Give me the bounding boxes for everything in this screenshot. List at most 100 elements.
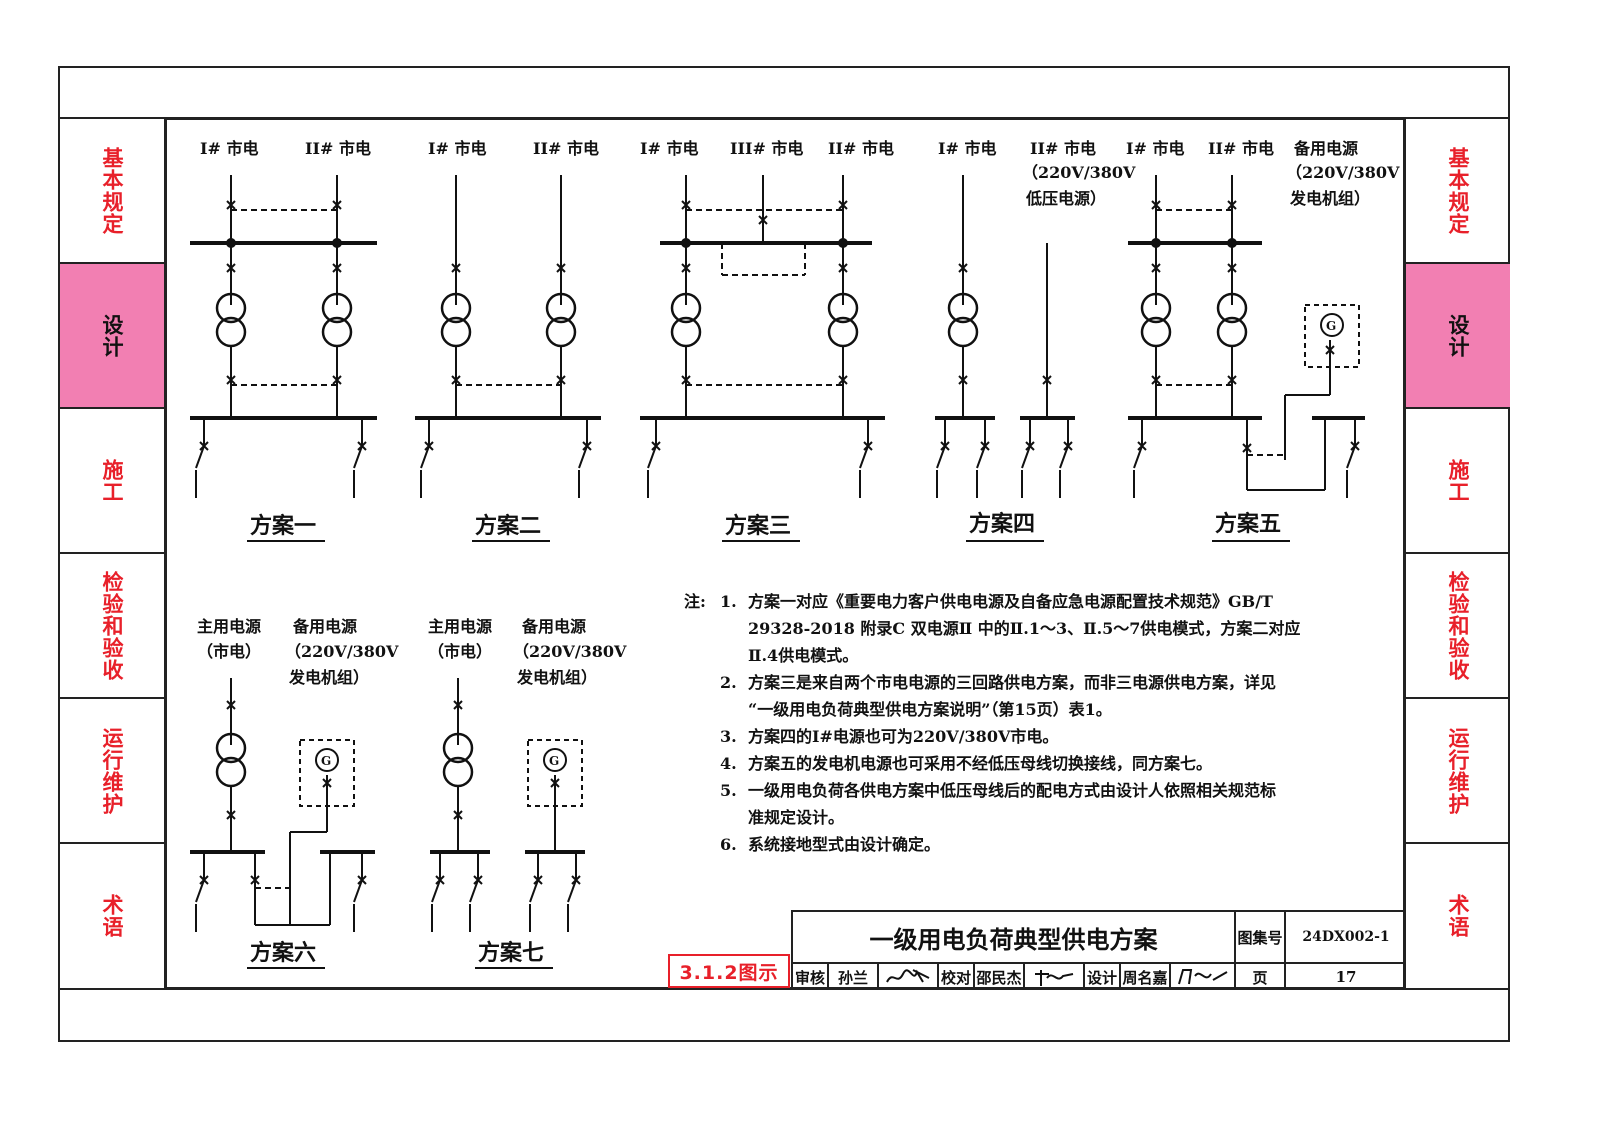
notes-prefix xyxy=(684,804,720,831)
scheme-2-title: 方案二 xyxy=(475,513,541,539)
atlas-number-label: 图集号 xyxy=(1236,912,1286,964)
s5-generator-label: G xyxy=(1326,319,1336,333)
s2-source-2: II# 市电 xyxy=(533,139,599,158)
reviewer-signature xyxy=(879,964,939,990)
figure-section-tag[interactable]: 3.1.2图示 xyxy=(668,954,790,988)
s1-source-2: II# 市电 xyxy=(305,139,371,158)
generator-icon xyxy=(315,313,1344,772)
note-line: 6. 系统接地型式由设计确定。 xyxy=(684,831,1344,858)
note-line: Ⅱ.4供电模式。 xyxy=(684,642,1344,669)
designer-name: 周名嘉 xyxy=(1121,964,1171,990)
s7-backup-voltage: （220V/380V xyxy=(513,642,627,661)
s1-source-1: I# 市电 xyxy=(200,139,258,158)
nav-item-design-right[interactable]: 设计 xyxy=(1406,262,1510,407)
scheme-4-diagram xyxy=(935,175,1075,498)
nav-item-operation[interactable]: 运行维护 xyxy=(60,697,164,842)
s2-source-1: I# 市电 xyxy=(428,139,486,158)
s6-backup-voltage: （220V/380V xyxy=(285,642,399,661)
notes-prefix xyxy=(684,669,720,696)
check-label: 校对 xyxy=(939,964,975,990)
note-number xyxy=(720,615,748,642)
note-text: 方案一对应《重要电力客户供电电源及自备应急电源配置技术规范》GB/T xyxy=(748,592,1273,611)
scheme-4-title: 方案四 xyxy=(969,511,1035,537)
s6-backup-source: 备用电源 xyxy=(292,617,357,636)
note-line: 3.方案四的Ⅰ#电源也可为220V/380V市电。 xyxy=(684,723,1344,750)
scheme-5-diagram xyxy=(1128,175,1365,498)
note-line: “一级用电负荷典型供电方案说明”（第15页）表1。 xyxy=(684,696,1344,723)
note-text: 一级用电负荷各供电方案中低压母线后的配电方式由设计人依照相关规范标 xyxy=(748,781,1277,800)
notes-prefix: 注: xyxy=(684,592,706,611)
note-line: 29328-2018 附录C 双电源Ⅱ 中的Ⅱ.1～3、Ⅱ.5～7供电模式，方案… xyxy=(684,615,1344,642)
nav-item-inspection[interactable]: 检验和验收 xyxy=(60,552,164,697)
notes-prefix xyxy=(684,642,720,669)
s7-backup-source: 备用电源 xyxy=(521,617,586,636)
note-number: 4. xyxy=(720,754,737,773)
note-line: 4. 方案五的发电机电源也可采用不经低压母线切换接线，同方案七。 xyxy=(684,750,1344,777)
checker-signature xyxy=(1025,964,1085,990)
notes-prefix xyxy=(684,777,720,804)
note-text: 方案五的发电机电源也可采用不经低压母线切换接线，同方案七。 xyxy=(748,754,1213,773)
s5-source-3-type: 发电机组） xyxy=(1289,189,1370,208)
s6-backup-type: 发电机组） xyxy=(288,668,369,687)
page-number: 17 xyxy=(1335,968,1357,986)
notes-prefix xyxy=(684,723,720,750)
note-line: 注: 1. 方案一对应《重要电力客户供电电源及自备应急电源配置技术规范》GB/T xyxy=(684,588,1344,615)
left-section-nav: 基本规定 设计 施工 检验和验收 运行维护 术语 xyxy=(60,117,164,990)
drawing-title: 一级用电负荷典型供电方案 xyxy=(793,912,1236,964)
s7-main-source-type: （市电） xyxy=(428,642,492,661)
nav-item-construction-right[interactable]: 施工 xyxy=(1406,407,1510,552)
title-block: 一级用电负荷典型供电方案 图集号 24DX002-1 审核 孙兰 校对 邵民杰 … xyxy=(791,910,1406,990)
note-number xyxy=(720,696,748,723)
main-drawing-area xyxy=(164,117,1406,990)
note-number xyxy=(720,804,748,831)
nav-item-design[interactable]: 设计 xyxy=(60,262,164,407)
s6-main-source: 主用电源 xyxy=(197,617,261,636)
scheme-7-title: 方案七 xyxy=(478,940,544,966)
note-text: 系统接地型式由设计确定。 xyxy=(748,835,941,854)
note-text: 方案四的Ⅰ#电源也可为220V/380V市电。 xyxy=(748,727,1059,746)
note-text: 准规定设计。 xyxy=(748,808,845,827)
nav-item-inspection-right[interactable]: 检验和验收 xyxy=(1406,552,1510,697)
s3-source-2: III# 市电 xyxy=(730,139,803,158)
s3-source-1: I# 市电 xyxy=(640,139,698,158)
s7-generator-label: G xyxy=(549,754,559,768)
nav-item-terms[interactable]: 术语 xyxy=(60,842,164,990)
s4-source-2-type: 低压电源） xyxy=(1025,189,1106,208)
note-number: 6. xyxy=(720,835,737,854)
note-text: 方案三是来自两个市电电源的三回路供电方案，而非三电源供电方案，详见 xyxy=(748,673,1277,692)
s4-source-2-voltage: （220V/380V xyxy=(1022,163,1136,182)
note-number: 1. xyxy=(720,592,737,611)
scheme-3-diagram xyxy=(640,175,885,498)
s5-source-1: I# 市电 xyxy=(1126,139,1184,158)
nav-item-operation-right[interactable]: 运行维护 xyxy=(1406,697,1510,842)
scheme-2-diagram xyxy=(415,175,601,498)
nav-item-terms-right[interactable]: 术语 xyxy=(1406,842,1510,990)
notes-prefix xyxy=(684,696,720,723)
s6-main-source-type: （市电） xyxy=(197,642,261,661)
scheme-3-title: 方案三 xyxy=(725,513,791,539)
nav-item-construction[interactable]: 施工 xyxy=(60,407,164,552)
notes-prefix xyxy=(684,831,720,858)
scheme-1-title: 方案一 xyxy=(250,513,316,539)
note-text: 29328-2018 附录C 双电源Ⅱ 中的Ⅱ.1～3、Ⅱ.5～7供电模式，方案… xyxy=(748,619,1301,638)
note-text: Ⅱ.4供电模式。 xyxy=(748,646,859,665)
notes-section: 注: 1. 方案一对应《重要电力客户供电电源及自备应急电源配置技术规范》GB/T 29… xyxy=(684,588,1344,858)
note-number xyxy=(720,642,748,669)
s4-source-2: II# 市电 xyxy=(1030,139,1096,158)
note-line: 准规定设计。 xyxy=(684,804,1344,831)
s5-source-2: II# 市电 xyxy=(1208,139,1274,158)
note-line: 5.一级用电负荷各供电方案中低压母线后的配电方式由设计人依照相关规范标 xyxy=(684,777,1344,804)
checker-name: 邵民杰 xyxy=(975,964,1025,990)
nav-item-basic-rules[interactable]: 基本规定 xyxy=(60,117,164,262)
notes-prefix xyxy=(684,615,720,642)
scheme-7-diagram xyxy=(430,678,585,932)
s4-source-1: I# 市电 xyxy=(938,139,996,158)
drawing-frame xyxy=(58,66,1510,1042)
scheme-5-title: 方案五 xyxy=(1215,511,1281,537)
review-label: 审核 xyxy=(793,964,829,990)
atlas-number: 24DX002-1 xyxy=(1286,912,1406,964)
designer-signature xyxy=(1171,964,1236,990)
s6-generator-label: G xyxy=(321,754,331,768)
s5-source-3: 备用电源 xyxy=(1293,139,1358,158)
nav-item-basic-rules-right[interactable]: 基本规定 xyxy=(1406,117,1510,262)
